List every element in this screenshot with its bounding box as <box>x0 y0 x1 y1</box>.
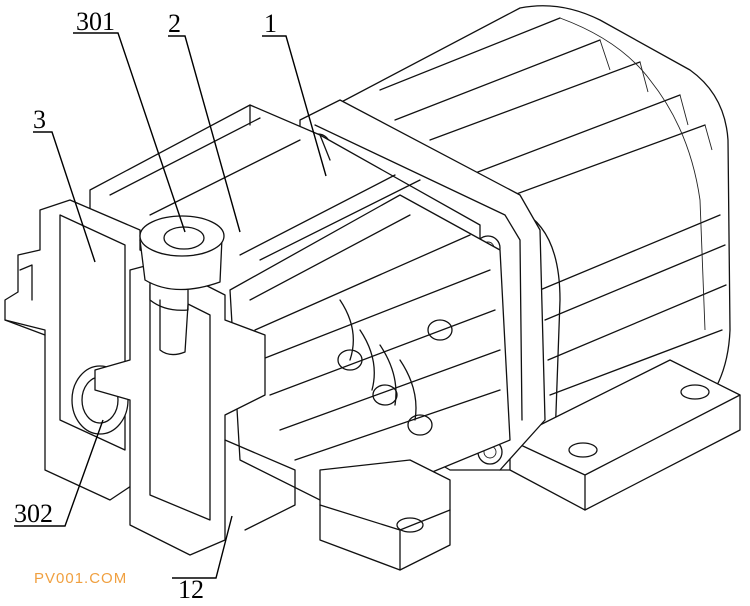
cylinder-bank <box>229 194 511 511</box>
label-12: 12 <box>178 575 204 604</box>
watermark-text: PV001.COM <box>34 570 127 587</box>
pump-foot <box>319 459 451 571</box>
inlet-pipe <box>139 215 225 356</box>
label-301: 301 <box>76 7 115 36</box>
label-3: 3 <box>33 105 46 134</box>
label-1: 1 <box>264 9 277 38</box>
motor-foot <box>509 359 741 511</box>
label-2: 2 <box>168 9 181 38</box>
bracket-frame <box>94 261 296 556</box>
label-302: 302 <box>14 499 53 528</box>
leader-lines <box>14 32 327 579</box>
